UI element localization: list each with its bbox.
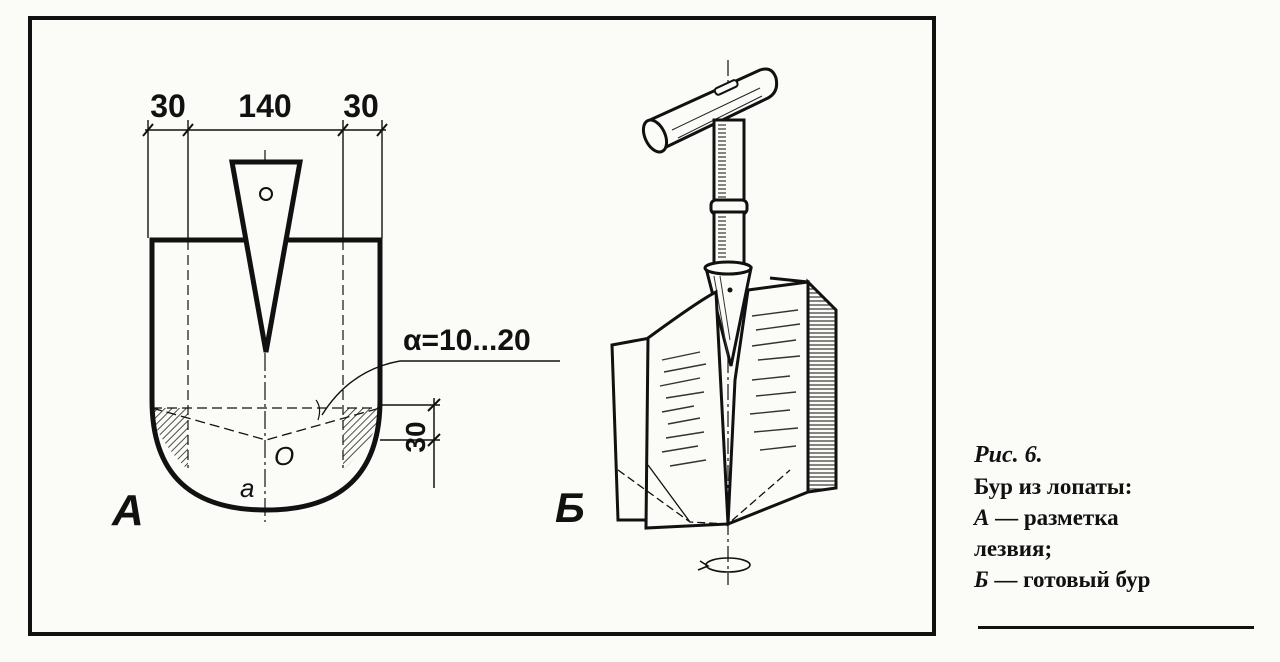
caption-item-b: Б — готовый бур bbox=[974, 564, 1274, 595]
caption-item-b-letter: Б bbox=[974, 567, 989, 592]
caption-item-a: А — разметка bbox=[974, 502, 1274, 533]
caption-item-b-text: — готовый бур bbox=[988, 567, 1151, 592]
panel-b-drawing bbox=[610, 60, 838, 585]
caption-item-a-cont: лезвия; bbox=[974, 536, 1053, 561]
panel-a-drawing bbox=[142, 120, 560, 522]
panel-b-label: Б bbox=[555, 484, 585, 531]
figure-number: Рис. 6. bbox=[974, 442, 1043, 468]
caption-title: Бур из лопаты: bbox=[974, 474, 1133, 499]
dimension-right-30: 30 bbox=[343, 88, 379, 124]
blade-shading bbox=[659, 309, 801, 467]
dimension-center-140: 140 bbox=[238, 88, 291, 124]
panel-a-label: А bbox=[111, 486, 144, 535]
point-o-label: O bbox=[274, 441, 294, 471]
angle-label: α=10...20 bbox=[403, 324, 531, 357]
t-handle-icon bbox=[641, 67, 779, 154]
caption-divider bbox=[978, 626, 1254, 629]
point-a-label: a bbox=[240, 473, 254, 503]
caption-item-a-text: — разметка bbox=[989, 505, 1119, 530]
caption-item-a-letter: А bbox=[974, 505, 990, 530]
dimension-left-30: 30 bbox=[150, 88, 186, 124]
figure-frame bbox=[28, 16, 936, 636]
figure-caption: Рис. 6. Бур из лопаты: А — разметка лезв… bbox=[974, 440, 1274, 595]
dimension-side-30: 30 bbox=[400, 421, 431, 452]
